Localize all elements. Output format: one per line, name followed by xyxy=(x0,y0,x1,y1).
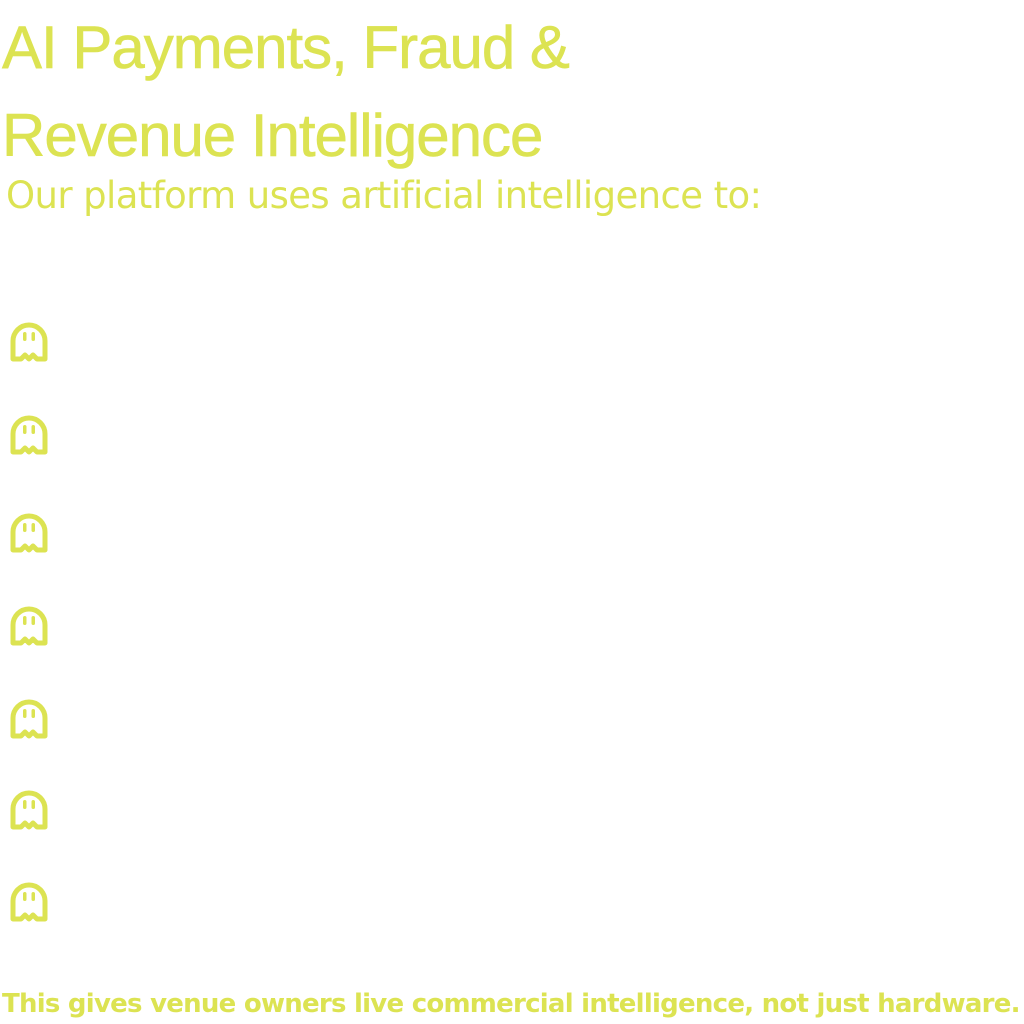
list-item xyxy=(10,882,48,922)
page-title: AI Payments, Fraud & Revenue Intelligenc… xyxy=(2,4,571,180)
ghost-icon xyxy=(10,415,48,455)
page-title-line-2: Revenue Intelligence xyxy=(2,102,544,170)
list-item xyxy=(10,513,48,553)
footer-text: This gives venue owners live commercial … xyxy=(2,989,1021,1019)
ghost-icon xyxy=(10,882,48,922)
ghost-icon xyxy=(10,513,48,553)
list-item xyxy=(10,322,48,362)
list-item xyxy=(10,699,48,739)
list-item xyxy=(10,606,48,646)
list-item xyxy=(10,415,48,455)
ghost-icon xyxy=(10,699,48,739)
ghost-icon xyxy=(10,322,48,362)
page-title-line-1: AI Payments, Fraud & xyxy=(2,14,571,82)
ghost-icon xyxy=(10,790,48,830)
list-item xyxy=(10,790,48,830)
ghost-icon xyxy=(10,606,48,646)
intro-text: Our platform uses artificial intelligenc… xyxy=(6,174,762,217)
